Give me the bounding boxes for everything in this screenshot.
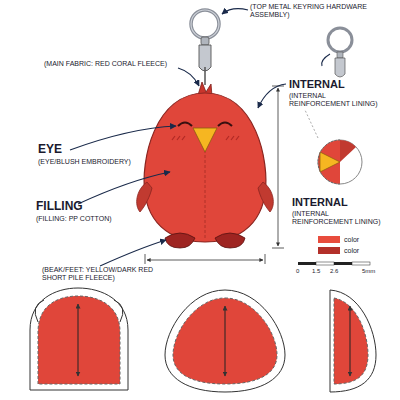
fabric-note: (MAIN FABRIC: RED CORAL FLEECE): [44, 60, 180, 68]
scale-number: 0: [296, 268, 310, 275]
legend-text: color: [344, 247, 359, 254]
part-heading: INTERNAL: [289, 78, 379, 91]
legend-text: color: [344, 236, 359, 243]
part-heading: FILLING: [36, 200, 116, 214]
scale-number: 2.6: [330, 268, 344, 275]
legend-row: color: [318, 236, 359, 243]
legend-swatch: [318, 236, 340, 243]
legend-swatch: [318, 247, 340, 254]
scale-bar: [298, 262, 370, 265]
part-heading: INTERNAL: [292, 196, 382, 209]
pattern-pieces: [30, 288, 376, 392]
legend-row: color: [318, 247, 359, 254]
chicken-body: [137, 82, 274, 248]
dimension-lines: [145, 86, 284, 264]
trim-note: (BEAK/FEET: YELLOW/DARK RED SHORT PILE F…: [42, 266, 160, 282]
hardware-note: (TOP METAL KEYRING HARDWARE ASSEMBLY): [250, 3, 368, 19]
lining-note: (INTERNAL REINFORCEMENT LINING): [289, 92, 385, 108]
scale-unit: 5mm: [362, 268, 386, 275]
section-detail: [305, 110, 362, 184]
part-heading: EYE: [38, 143, 98, 157]
filling-note: (FILLING: PP COTTON): [36, 215, 146, 223]
keyring: [191, 10, 219, 85]
leader-lines: [70, 9, 330, 266]
scale-number: 1.5: [312, 268, 326, 275]
embroidery-note: (EYE/BLUSH EMBROIDERY): [38, 158, 148, 166]
keyring-detail: [328, 28, 352, 77]
lining-note: (INTERNAL REINFORCEMENT LINING): [292, 210, 388, 226]
